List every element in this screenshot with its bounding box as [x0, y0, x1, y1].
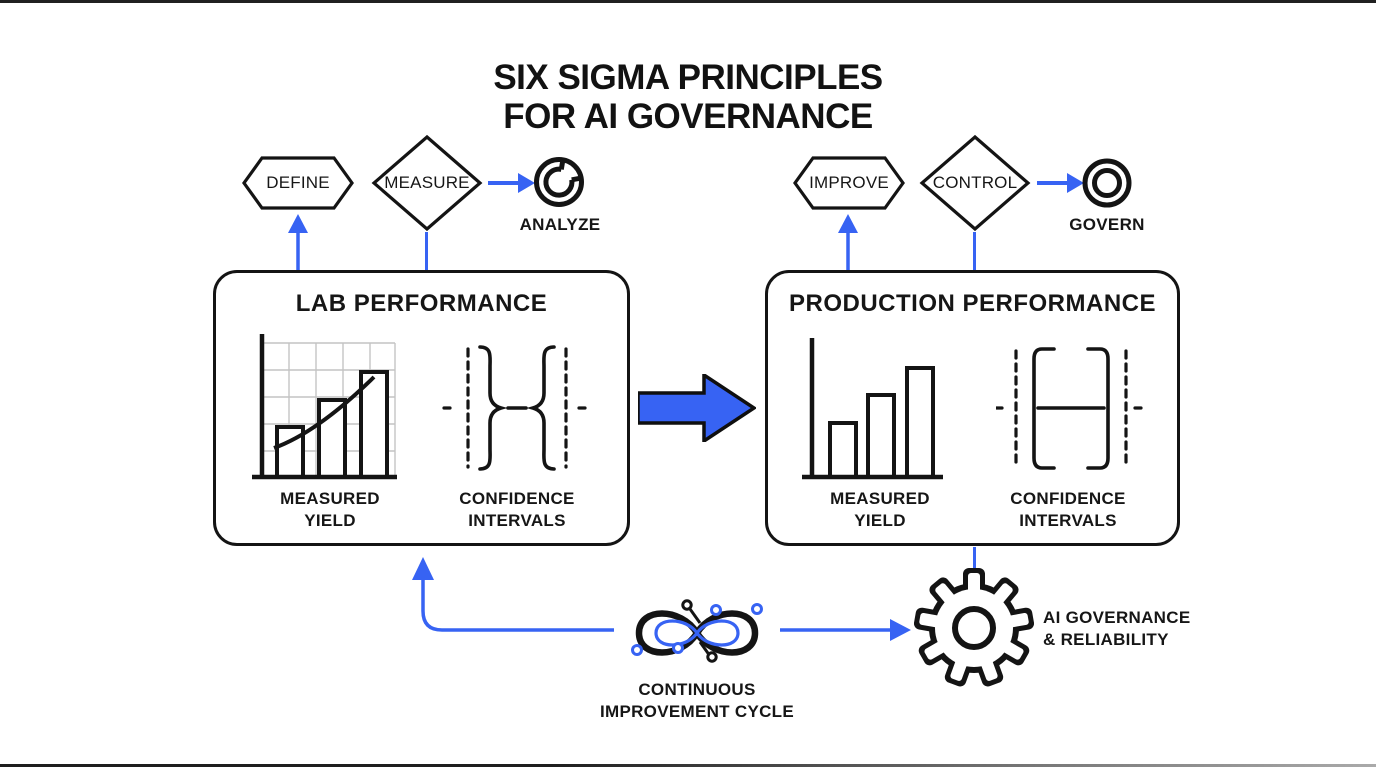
hexagon-icon: [793, 156, 905, 210]
control-connector-line: [973, 232, 976, 271]
analyze-label: ANALYZE: [519, 215, 601, 234]
define-label: DEFINE: [266, 173, 330, 192]
diamond-icon: [371, 134, 483, 232]
confidence-braces-icon: [442, 345, 592, 471]
measure-label: MEASURE: [384, 173, 470, 192]
lab-performance-panel: [213, 270, 630, 546]
production-to-gear-line: [973, 547, 976, 577]
confidence-brackets-icon: [996, 347, 1146, 470]
govern-rings-icon: [1082, 158, 1132, 208]
control-diamond: CONTROL: [919, 134, 1031, 232]
improve-label: IMPROVE: [809, 173, 889, 192]
page-title: SIX SIGMA PRINCIPLES FOR AI GOVERNANCE: [0, 58, 1376, 136]
cycle-to-gear-connector: [780, 619, 911, 641]
lab-yield-label: MEASURED YIELD: [280, 489, 380, 530]
bar-chart-icon: [802, 338, 943, 480]
governance-label: AI GOVERNANCE & RELIABILITY: [1043, 608, 1191, 649]
govern-label: GOVERN: [1069, 215, 1145, 234]
improve-hexagon: IMPROVE: [792, 155, 906, 211]
lab-panel-title: LAB PERFORMANCE: [295, 290, 548, 317]
production-performance-panel: [765, 270, 1180, 546]
analyze-donut-icon: [534, 157, 584, 207]
measure-connector-line: [425, 232, 428, 271]
arrow-up-icon: [288, 214, 308, 271]
cycle-label: CONTINUOUS IMPROVEMENT CYCLE: [599, 680, 794, 721]
diamond-icon: [919, 134, 1031, 232]
top-edge-strip: [0, 0, 1376, 3]
hexagon-icon: [242, 156, 354, 210]
arrow-right-icon: [488, 173, 535, 193]
title-line1: SIX SIGMA PRINCIPLES: [493, 58, 883, 97]
measure-diamond: MEASURE: [371, 134, 483, 232]
infinity-loop-icon: [631, 599, 763, 663]
big-transfer-arrow: [638, 374, 756, 442]
define-hexagon: DEFINE: [241, 155, 355, 211]
production-yield-label: MEASURED YIELD: [830, 489, 930, 530]
production-panel-title: PRODUCTION PERFORMANCE: [788, 290, 1156, 317]
bottom-edge-strip: [0, 764, 1376, 767]
arrow-right-icon: [1037, 173, 1084, 193]
bar-chart-trend-icon: [252, 334, 397, 480]
lab-ci-label: CONFIDENCE INTERVALS: [459, 489, 575, 530]
cycle-to-lab-connector: [412, 557, 614, 632]
arrow-up-icon: [838, 214, 858, 271]
gear-icon: [914, 568, 1034, 687]
production-ci-label: CONFIDENCE INTERVALS: [1010, 489, 1126, 530]
title-line2: FOR AI GOVERNANCE: [503, 97, 873, 136]
control-label: CONTROL: [932, 173, 1018, 192]
